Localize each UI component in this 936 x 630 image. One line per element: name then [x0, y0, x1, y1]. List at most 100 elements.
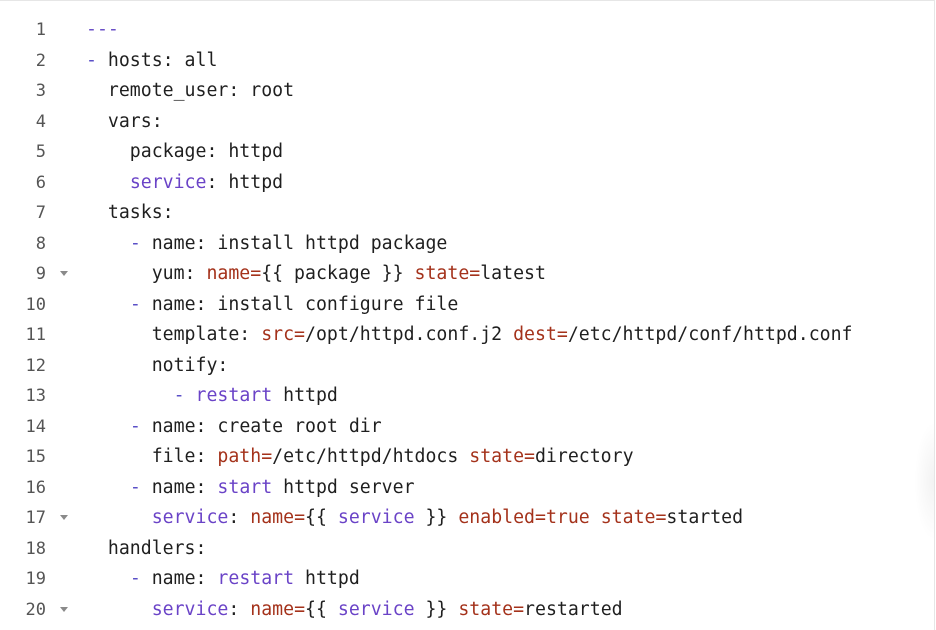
- code-token: template:: [86, 324, 262, 345]
- code-token: httpd server: [272, 476, 415, 498]
- code-token: }}: [414, 598, 459, 620]
- code-text[interactable]: template: src=/opt/httpd.conf.j2 dest=/e…: [86, 320, 853, 351]
- code-token: enabled=: [458, 507, 546, 528]
- line-number: 9: [35, 264, 46, 284]
- fold-chevron-icon[interactable]: [58, 259, 70, 290]
- line-number: 11: [25, 325, 46, 345]
- code-token: name: install httpd package: [151, 232, 448, 254]
- code-token: name: create root dir: [151, 415, 382, 437]
- code-token: path=: [217, 446, 273, 467]
- code-text[interactable]: service: name={{ service }} state=restar…: [86, 595, 623, 626]
- code-token: vars:: [86, 110, 163, 132]
- code-text[interactable]: - name: install configure file: [86, 290, 459, 321]
- code-token: httpd: [272, 385, 338, 406]
- code-line[interactable]: 2 - hosts: all: [0, 46, 934, 77]
- code-token: file:: [86, 446, 218, 467]
- code-token: state=: [458, 598, 525, 620]
- code-token: start: [217, 476, 273, 498]
- code-token: -: [129, 568, 152, 589]
- code-line[interactable]: 20 service: name={{ service }} state=res…: [0, 595, 934, 626]
- code-token: [86, 294, 130, 315]
- code-token: service: [129, 171, 207, 193]
- code-text[interactable]: handlers:: [86, 534, 207, 565]
- line-number: 14: [25, 416, 46, 437]
- line-number: 13: [25, 386, 46, 406]
- code-text[interactable]: - name: start httpd server: [86, 473, 415, 504]
- code-text[interactable]: file: path=/etc/httpd/htdocs state=direc…: [86, 442, 634, 473]
- code-token: restarted: [524, 598, 623, 620]
- code-text[interactable]: remote_user: root: [86, 76, 294, 107]
- code-text[interactable]: - hosts: all: [86, 46, 217, 77]
- line-number: 1: [35, 20, 46, 40]
- code-line[interactable]: 4 vars:: [0, 107, 934, 138]
- code-line[interactable]: 5 package: httpd: [0, 137, 934, 168]
- code-token: -: [173, 385, 196, 406]
- code-text[interactable]: service: httpd: [86, 168, 283, 199]
- code-token: :: [228, 598, 251, 620]
- code-token: dest=: [513, 324, 568, 345]
- code-token: remote_user: root: [86, 80, 295, 101]
- code-token: yum:: [86, 263, 207, 284]
- code-token: :: [228, 507, 251, 528]
- code-text[interactable]: - name: create root dir: [86, 412, 382, 443]
- code-token: src=: [261, 324, 306, 345]
- code-token: handlers:: [86, 537, 207, 559]
- code-text[interactable]: vars:: [86, 107, 163, 138]
- code-token: [86, 385, 174, 406]
- code-token: [590, 507, 601, 528]
- code-line[interactable]: 18 handlers:: [0, 534, 934, 565]
- code-line[interactable]: 3 remote_user: root: [0, 76, 934, 107]
- code-text[interactable]: - restart httpd: [86, 381, 338, 412]
- code-text[interactable]: - name: restart httpd: [86, 564, 360, 595]
- code-token: state=: [600, 507, 667, 528]
- code-text[interactable]: notify:: [86, 351, 229, 382]
- code-token: restart: [217, 568, 295, 589]
- code-line[interactable]: 16 - name: start httpd server: [0, 473, 934, 504]
- code-line[interactable]: 8 - name: install httpd package: [0, 229, 934, 260]
- code-line[interactable]: 10 - name: install configure file: [0, 290, 934, 321]
- code-token: [86, 568, 130, 589]
- code-line[interactable]: 19 - name: restart httpd: [0, 564, 934, 595]
- code-token: [86, 507, 152, 528]
- code-line[interactable]: 12 notify:: [0, 351, 934, 382]
- code-token: service: [151, 598, 229, 620]
- code-text[interactable]: service: name={{ service }} enabled=true…: [86, 503, 743, 534]
- fold-chevron-icon[interactable]: [58, 503, 70, 534]
- code-token: latest: [480, 263, 546, 284]
- code-token: state=: [414, 263, 481, 284]
- code-token: notify:: [86, 354, 229, 376]
- code-token: {{ package }}: [261, 263, 415, 284]
- code-line[interactable]: 9 yum: name={{ package }} state=latest: [0, 259, 934, 290]
- code-line[interactable]: 14 - name: create root dir: [0, 412, 934, 443]
- line-number: 2: [35, 50, 46, 71]
- code-line[interactable]: 7 tasks:: [0, 198, 934, 229]
- code-line[interactable]: 1 ---: [0, 15, 934, 46]
- code-text[interactable]: tasks:: [86, 198, 174, 229]
- code-line[interactable]: 11 template: src=/opt/httpd.conf.j2 dest…: [0, 320, 934, 351]
- code-line[interactable]: 15 file: path=/etc/httpd/htdocs state=di…: [0, 442, 934, 473]
- code-token: -: [86, 49, 108, 71]
- code-token: /opt/httpd.conf.j2: [305, 324, 514, 345]
- fold-chevron-icon[interactable]: [58, 595, 70, 626]
- line-number: 4: [35, 111, 46, 132]
- code-line[interactable]: 6 service: httpd: [0, 168, 934, 199]
- line-number: 17: [25, 508, 46, 528]
- code-token: -: [129, 232, 152, 254]
- code-token: /etc/httpd/htdocs: [272, 446, 470, 467]
- code-text[interactable]: yum: name={{ package }} state=latest: [86, 259, 546, 290]
- code-text[interactable]: package: httpd: [86, 137, 283, 168]
- code-text[interactable]: - name: install httpd package: [86, 229, 448, 260]
- code-token: [86, 416, 130, 437]
- code-token: [86, 172, 130, 193]
- code-token: service: [337, 507, 415, 528]
- code-text[interactable]: ---: [86, 15, 119, 46]
- line-number: 12: [25, 355, 46, 376]
- code-token: name:: [151, 568, 218, 589]
- code-token: state=: [469, 446, 535, 467]
- code-token: restart: [195, 385, 273, 406]
- code-token: name:: [151, 476, 218, 498]
- code-line[interactable]: 17 service: name={{ service }} enabled=t…: [0, 503, 934, 534]
- code-line[interactable]: 13 - restart httpd: [0, 381, 934, 412]
